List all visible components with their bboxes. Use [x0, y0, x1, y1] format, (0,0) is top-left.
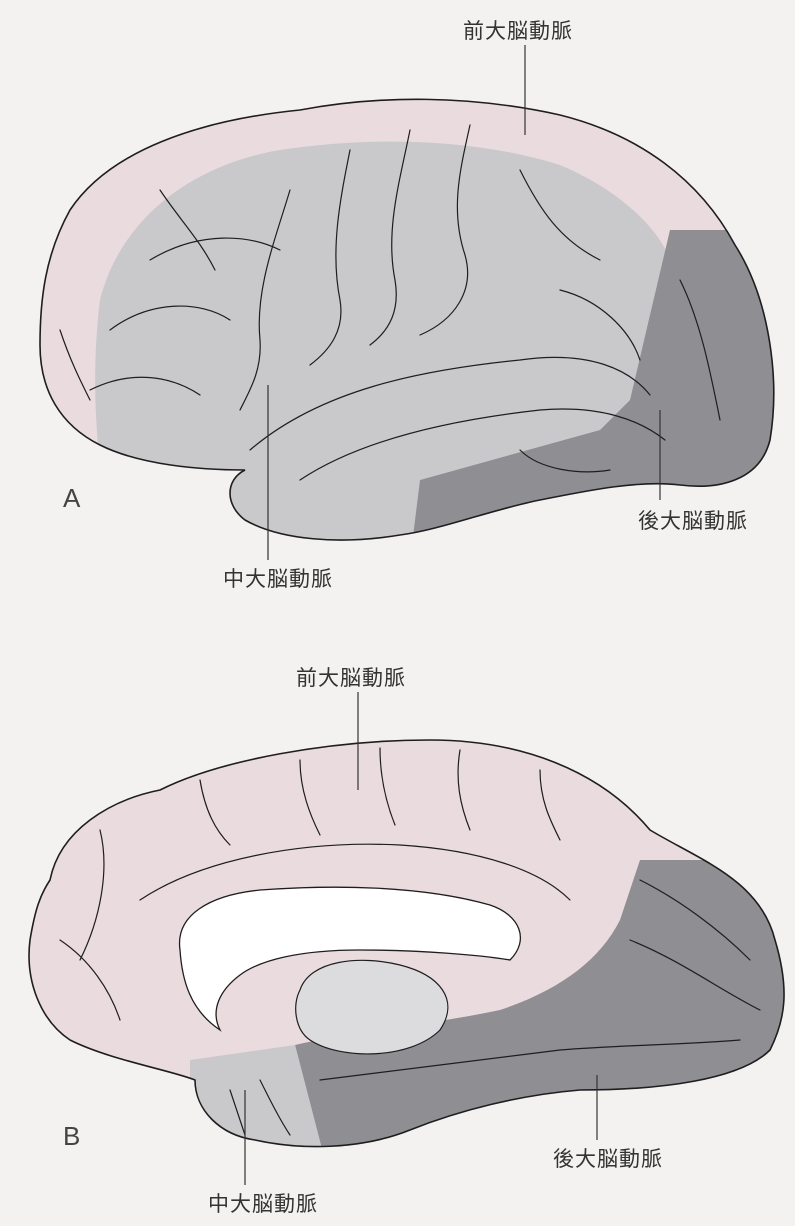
panel-b-middle-cerebral-artery-label: 中大脳動脈	[208, 1188, 318, 1218]
panel-a-letter: A	[63, 483, 80, 514]
panel-a-middle-territory	[95, 142, 670, 560]
panel-a-lateral-brain	[0, 45, 795, 580]
panel-b-letter: B	[63, 1121, 80, 1152]
panel-b-posterior-cerebral-artery-label: 後大脳動脈	[553, 1143, 663, 1173]
panel-a-posterior-cerebral-artery-label: 後大脳動脈	[638, 505, 748, 535]
panel-b-anterior-cerebral-artery-label: 前大脳動脈	[296, 662, 406, 692]
panel-a-anterior-cerebral-artery-label: 前大脳動脈	[463, 15, 573, 45]
panel-b-medial-brain	[0, 692, 795, 1185]
panel-b-thalamus	[296, 960, 448, 1054]
panel-a-middle-cerebral-artery-label: 中大脳動脈	[223, 563, 333, 593]
